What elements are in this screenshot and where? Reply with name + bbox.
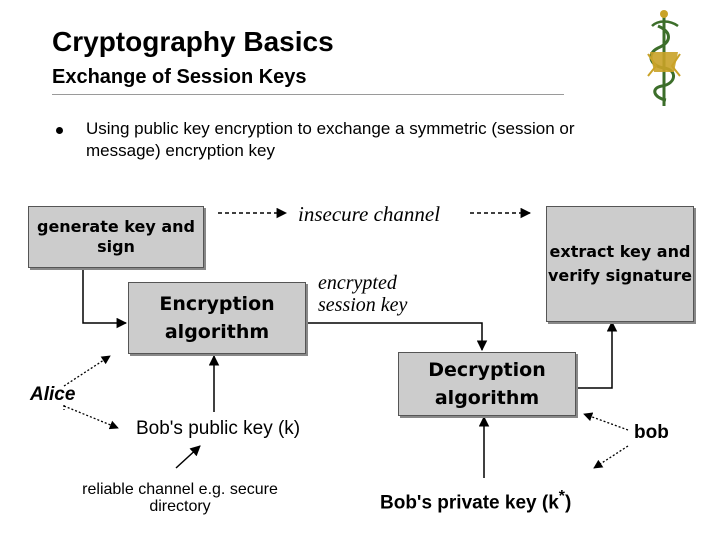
title-divider [52,94,564,95]
bob-private-key-close: ) [564,492,572,514]
extract-key-label: extract key and verify signature [547,242,693,285]
bob-private-key-star: * [558,488,565,505]
generate-to-encryption-arrow [82,267,128,329]
alice-arrow-down [63,405,119,430]
bob-private-key-label: Bob's private key (k*) [380,488,571,514]
encryption-algorithm-box: Encryption algorithm [128,282,306,354]
insecure-channel-label: insecure channel [298,202,441,226]
extract-key-box: extract key and verify signature [546,206,694,322]
decryption-to-extract-arrow [575,320,618,389]
reliable-channel-label: reliable channel e.g. secure directory [82,481,278,515]
bob-arrow-down [593,445,629,469]
bob-private-key-text: Bob's private key (k [380,492,559,514]
bob-arrow-up [583,412,629,431]
generate-key-label: generate key and sign [36,217,195,256]
caduceus-logo-icon [647,10,681,106]
reliable-channel-arrow [175,445,201,469]
encryption-to-decryption-arrow [304,322,488,352]
decryption-algorithm-label: Decryption algorithm [428,359,546,409]
encryption-algorithm-label: Encryption algorithm [159,293,275,343]
alice-label: Alice [30,384,76,405]
bullet-text: Using public key encryption to exchange … [86,119,575,160]
slide-title: Cryptography Basics [52,26,334,57]
slide-subtitle: Exchange of Session Keys [52,66,307,88]
decryption-algorithm-box: Decryption algorithm [398,352,576,416]
bob-public-key-label: Bob's public key (k) [136,418,301,439]
bullet-icon [56,127,63,134]
encrypted-session-key-label: encrypted session key [318,272,408,316]
alice-arrow-up [63,355,111,387]
generate-key-box: generate key and sign [28,206,204,268]
bob-label: bob [634,422,669,443]
